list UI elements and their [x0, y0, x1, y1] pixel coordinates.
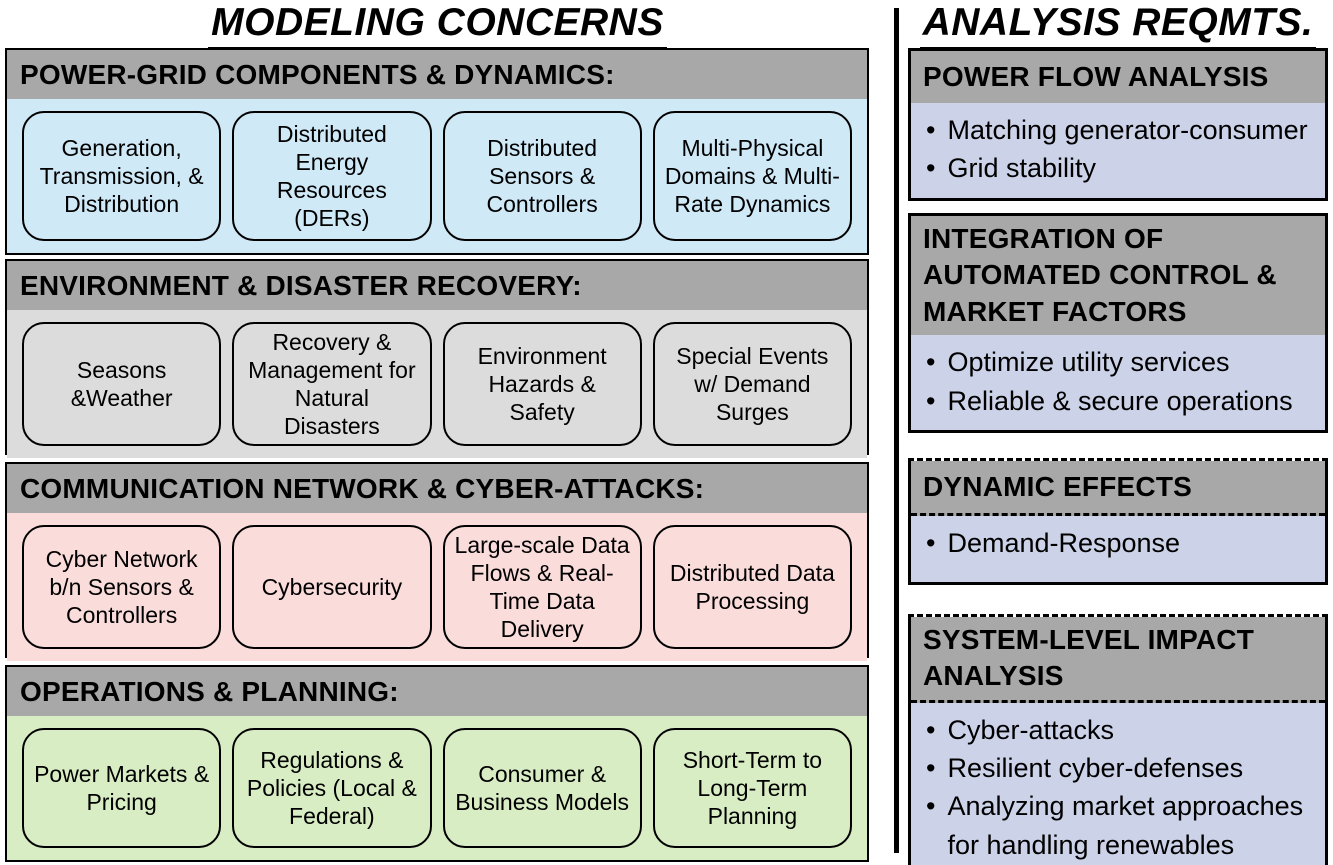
- requirement-bullet: • Demand-Response: [921, 524, 1317, 562]
- bullet-icon: •: [926, 347, 936, 378]
- analysis-power-flow-header: POWER FLOW ANALYSIS: [911, 51, 1325, 103]
- bullet-icon: •: [926, 385, 936, 416]
- analysis-system-level-impact: SYSTEM-LEVEL IMPACT ANALYSIS • Cyber-att…: [908, 614, 1328, 865]
- bullet-text: Analyzing market approaches for handling…: [947, 791, 1304, 860]
- section-environment-header: ENVIRONMENT & DISASTER RECOVERY:: [7, 261, 867, 310]
- bullet-text: Resilient cyber-defenses: [947, 753, 1244, 784]
- section-environment-body: Seasons &Weather Recovery & Management f…: [7, 310, 867, 459]
- analysis-dynamic-effects-body: • Demand-Response: [911, 516, 1325, 582]
- requirement-bullet: • Cyber-attacks: [921, 711, 1317, 749]
- bullet-icon: •: [926, 528, 936, 558]
- bullet-icon: •: [926, 153, 936, 184]
- analysis-power-flow: POWER FLOW ANALYSIS • Matching generator…: [908, 48, 1328, 201]
- analysis-system-level-body: • Cyber-attacks • Resilient cyber-defens…: [911, 702, 1325, 865]
- concern-box-generation-transmission: Generation, Transmission, & Distribution: [22, 111, 222, 241]
- section-communication-cyber: COMMUNICATION NETWORK & CYBER-ATTACKS: C…: [5, 462, 869, 662]
- analysis-dynamic-effects: DYNAMIC EFFECTS • Demand-Response: [908, 458, 1328, 585]
- section-operations-body: Power Markets & Pricing Regulations & Po…: [7, 716, 867, 860]
- concern-box-environment-hazards: Environment Hazards & Safety: [442, 322, 642, 447]
- bullet-icon: •: [926, 791, 936, 822]
- requirement-bullet: • Reliable & secure operations: [921, 382, 1317, 420]
- requirement-bullet: • Analyzing market approaches for handli…: [921, 787, 1317, 864]
- bullet-icon: •: [926, 753, 936, 784]
- analysis-integration-header: INTEGRATION OF AUTOMATED CONTROL & MARKE…: [911, 216, 1325, 336]
- analysis-power-flow-body: • Matching generator-consumer • Grid sta…: [911, 103, 1325, 198]
- analysis-reqmts-title: ANALYSIS REQMTS.: [903, 1, 1333, 51]
- concern-box-regulations-policies: Regulations & Policies (Local & Federal): [232, 728, 432, 848]
- bullet-text: Matching generator-consumer: [947, 115, 1308, 145]
- requirement-bullet: • Matching generator-consumer: [921, 111, 1317, 149]
- bullet-text: Demand-Response: [947, 528, 1181, 558]
- concern-box-short-long-term: Short-Term to Long-Term Planning: [652, 728, 852, 848]
- analysis-integration-control-market: INTEGRATION OF AUTOMATED CONTROL & MARKE…: [908, 213, 1328, 433]
- bullet-icon: •: [926, 115, 936, 145]
- concern-box-cyber-network: Cyber Network b/n Sensors & Controllers: [22, 525, 222, 650]
- requirement-bullet: • Optimize utility services: [921, 343, 1317, 381]
- analysis-integration-body: • Optimize utility services • Reliable &…: [911, 335, 1325, 430]
- section-operations-header: OPERATIONS & PLANNING:: [7, 667, 867, 716]
- concern-box-seasons-weather: Seasons &Weather: [22, 322, 222, 447]
- concern-box-recovery-management: Recovery & Management for Natural Disast…: [232, 322, 432, 447]
- concern-box-special-events: Special Events w/ Demand Surges: [652, 322, 852, 447]
- modeling-concerns-title: MODELING CONCERNS: [0, 1, 875, 51]
- bullet-text: Cyber-attacks: [947, 714, 1115, 745]
- bullet-text: Grid stability: [947, 153, 1096, 184]
- analysis-system-level-header: SYSTEM-LEVEL IMPACT ANALYSIS: [911, 617, 1325, 703]
- section-power-grid-components: POWER-GRID COMPONENTS & DYNAMICS: Genera…: [5, 48, 869, 255]
- section-communication-header: COMMUNICATION NETWORK & CYBER-ATTACKS:: [7, 464, 867, 513]
- section-power-grid-header: POWER-GRID COMPONENTS & DYNAMICS:: [7, 50, 867, 99]
- concern-box-distributed-sensors: Distributed Sensors & Controllers: [442, 111, 642, 241]
- requirement-bullet: • Resilient cyber-defenses: [921, 749, 1317, 787]
- analysis-reqmts-title-text: ANALYSIS REQMTS.: [919, 1, 1317, 51]
- concern-box-multi-physical: Multi-Physical Domains & Multi-Rate Dyna…: [652, 111, 852, 241]
- analysis-dynamic-effects-header: DYNAMIC EFFECTS: [911, 461, 1325, 516]
- section-operations-planning: OPERATIONS & PLANNING: Power Markets & P…: [5, 665, 869, 862]
- concern-box-ders: Distributed Energy Resources (DERs): [232, 111, 432, 241]
- divider-line: [894, 8, 899, 853]
- section-environment-disaster: ENVIRONMENT & DISASTER RECOVERY: Seasons…: [5, 259, 869, 459]
- concern-box-consumer-business: Consumer & Business Models: [442, 728, 642, 848]
- concern-box-large-scale-data: Large-scale Data Flows & Real-Time Data …: [442, 525, 642, 650]
- bullet-text: Optimize utility services: [947, 347, 1230, 378]
- section-communication-body: Cyber Network b/n Sensors & Controllers …: [7, 513, 867, 662]
- concern-box-power-markets: Power Markets & Pricing: [22, 728, 222, 848]
- requirement-bullet: • Grid stability: [921, 149, 1317, 187]
- concern-box-distributed-data: Distributed Data Processing: [652, 525, 852, 650]
- bullet-icon: •: [926, 714, 936, 745]
- concern-box-cybersecurity: Cybersecurity: [232, 525, 432, 650]
- bullet-text: Reliable & secure operations: [947, 385, 1293, 416]
- modeling-concerns-title-text: MODELING CONCERNS: [208, 1, 667, 51]
- section-power-grid-body: Generation, Transmission, & Distribution…: [7, 99, 867, 253]
